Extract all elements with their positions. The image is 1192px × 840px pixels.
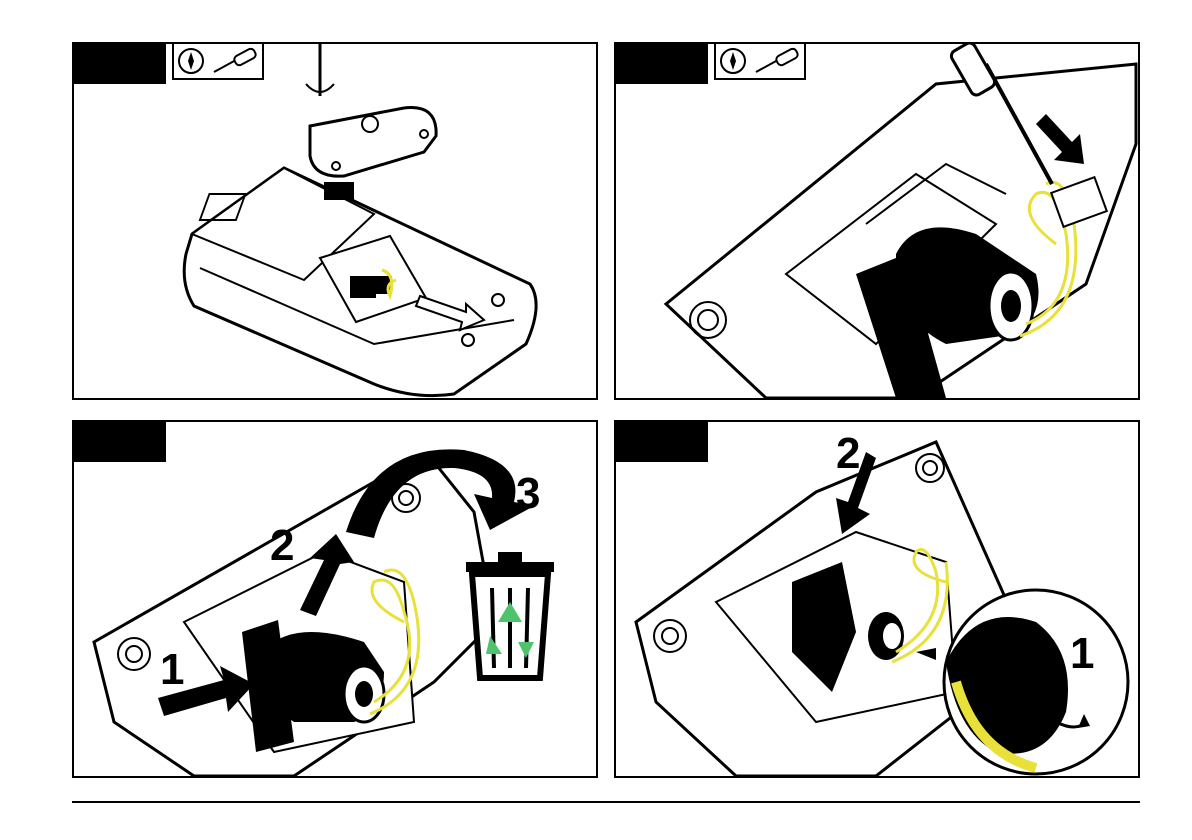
meter-illustration: [74, 44, 596, 398]
install-illustration: [616, 422, 1138, 776]
step-number: 1: [1070, 632, 1094, 676]
panel-3-remove-battery: 1 2 3: [72, 420, 598, 778]
compartment-illustration: [616, 44, 1138, 398]
step-number: 2: [836, 432, 860, 476]
step-number: 2: [270, 524, 294, 568]
panel-4-install-battery: 2 1: [614, 420, 1140, 778]
panel-1-remove-cover: [72, 42, 598, 400]
step-number: 1: [160, 648, 184, 692]
step-number: 3: [516, 472, 540, 516]
footer-rule: [72, 801, 1140, 803]
panel-2-disconnect-wires: [614, 42, 1140, 400]
